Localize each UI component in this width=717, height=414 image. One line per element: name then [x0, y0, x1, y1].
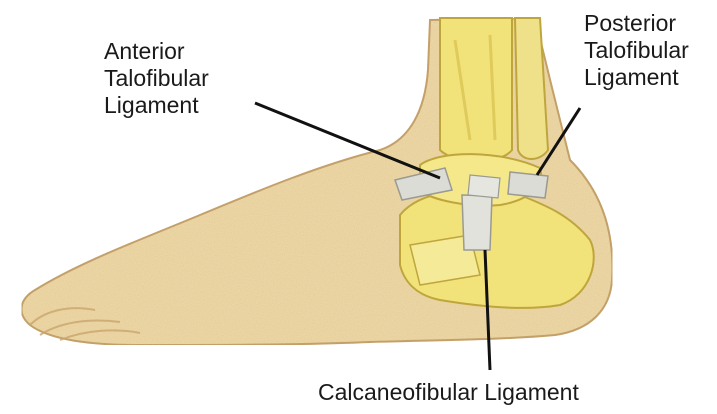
label-line: Ligament — [584, 64, 689, 91]
calcaneofibular-ligament-shape — [462, 195, 492, 250]
label-line: Anterior — [104, 38, 209, 65]
label-calcaneofibular-ligament: Calcaneofibular Ligament — [318, 378, 579, 406]
label-anterior-talofibular-ligament: Anterior Talofibular Ligament — [104, 38, 209, 119]
posterior-talofibular-ligament-shape — [508, 172, 548, 198]
label-posterior-talofibular-ligament: Posterior Talofibular Ligament — [584, 10, 689, 91]
label-line: Posterior — [584, 10, 689, 37]
label-line: Ligament — [104, 92, 209, 119]
label-line: Talofibular — [104, 65, 209, 92]
leg-bones — [440, 18, 548, 161]
label-line: Talofibular — [584, 37, 689, 64]
